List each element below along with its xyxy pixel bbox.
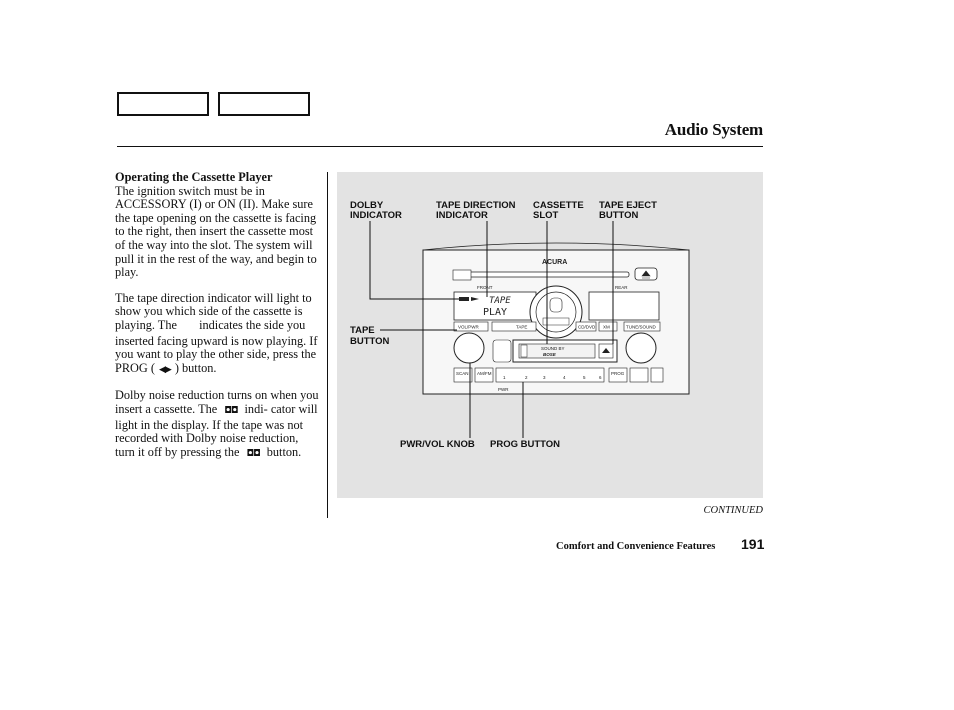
label-dolby-1: DOLBY	[350, 200, 384, 211]
paragraph-2-text-b: indicates the side you inserted facing u…	[115, 317, 318, 375]
vol-pwr-button[interactable]	[453, 321, 489, 332]
head-unit-top-curve	[422, 242, 690, 251]
page-title: Audio System	[664, 120, 763, 139]
front-label: FRONT	[477, 285, 493, 290]
label-cassette-slot-2: SLOT	[533, 210, 559, 221]
tape-direction-icon	[180, 322, 196, 332]
display-line-2: PLAY	[483, 307, 507, 318]
preset-5: 5	[583, 375, 586, 380]
am-fm-label: AM/FM	[477, 371, 492, 376]
leader-dolby	[369, 221, 459, 300]
paragraph-3-text-c: button.	[266, 444, 302, 459]
am-fm-button[interactable]	[474, 367, 494, 383]
prog-label: PROG	[611, 371, 625, 376]
label-tape-eject-1: TAPE EJECT	[599, 200, 657, 211]
bose-logo: BOSE	[543, 352, 557, 357]
preset-bar	[495, 367, 605, 383]
tape-button[interactable]	[491, 321, 537, 332]
xm-button[interactable]	[598, 321, 618, 332]
dial-knob	[549, 297, 563, 313]
rear-label: REAR	[615, 285, 628, 290]
column-rule	[327, 172, 328, 518]
dolby-icon: ◘◘	[224, 405, 238, 416]
label-cassette-slot-1: CASSETTE	[533, 200, 584, 211]
eject-icon	[641, 270, 651, 279]
tape-eject-icon	[602, 348, 610, 353]
slot-flap	[520, 344, 528, 358]
sound-by-label: SOUND BY	[541, 346, 565, 351]
paragraph-1: Operating the Cassette Player The igniti…	[115, 170, 319, 280]
dial-label-plate	[542, 317, 570, 326]
preset-buttons[interactable]: 1 2 3 4 5 6	[503, 375, 602, 380]
text-column: Operating the Cassette Player The igniti…	[115, 170, 319, 473]
paragraph-3: Dolby noise reduction turns on when you …	[115, 389, 319, 461]
header-rule	[117, 146, 763, 147]
right-display	[588, 291, 660, 321]
preset-1: 1	[503, 375, 506, 380]
preset-2: 2	[525, 375, 528, 380]
cd-dvd-label: CD/DVD	[578, 325, 596, 330]
brand-logo: ACURA	[542, 259, 567, 266]
label-tape-direction-1: TAPE DIRECTION	[436, 200, 516, 211]
label-tape-button-2: BUTTON	[350, 336, 390, 347]
footer-section-title: Comfort and Convenience Features	[556, 541, 716, 552]
label-tape-button-1: TAPE	[350, 325, 375, 336]
paragraph-3-text-b: indi- cator will light in the display. I…	[115, 401, 318, 459]
paragraph-2: The tape direction indicator will light …	[115, 290, 319, 378]
label-tape-eject-2: BUTTON	[599, 210, 639, 221]
callout-leader-lines	[369, 221, 614, 438]
tune-down-button[interactable]	[629, 367, 649, 383]
nav-tab-1[interactable]	[117, 92, 209, 116]
preset-6: 6	[599, 375, 602, 380]
sensor-panel	[452, 269, 472, 281]
paragraph-3-text-a: Dolby noise reduction turns on when you …	[115, 388, 319, 416]
cassette-slot[interactable]	[518, 343, 596, 359]
label-tape-direction-2: INDICATOR	[436, 210, 488, 221]
label-pwr-vol-knob: PWR/VOL KNOB	[400, 439, 475, 450]
paragraph-2-text-c: ) button.	[174, 360, 217, 375]
scan-label: SCAN	[456, 371, 469, 376]
prog-arrows-icon: ◀▶	[158, 364, 172, 375]
audio-unit-diagram: DOLBY INDICATOR TAPE DIRECTION INDICATOR…	[350, 200, 690, 450]
cassette-player-figure: DOLBY INDICATOR TAPE DIRECTION INDICATOR…	[337, 172, 763, 498]
tape-button-label: TAPE	[516, 325, 527, 330]
preset-4: 4	[563, 375, 566, 380]
scan-button[interactable]	[453, 367, 473, 383]
xm-label: XM	[603, 325, 610, 330]
pwr-small-label: PWR	[498, 387, 509, 392]
nav-tab-2[interactable]	[218, 92, 310, 116]
tape-direction-display-indicator	[471, 297, 479, 301]
pwr-vol-knob[interactable]	[453, 332, 485, 364]
vol-pwr-label: VOL/PWR	[458, 325, 480, 330]
dolby-button-icon: ◘◘	[246, 448, 261, 459]
left-display	[453, 291, 537, 321]
section-heading: Operating the Cassette Player	[115, 170, 273, 184]
cd-slot	[456, 271, 630, 278]
display-line-1: TAPE	[489, 296, 511, 306]
rear-button[interactable]	[492, 339, 512, 363]
dolby-display-indicator	[459, 297, 469, 301]
tune-sound-label: TUNE/SOUND	[626, 325, 657, 330]
continued-note: CONTINUED	[703, 505, 763, 516]
paragraph-2-text-a: The tape direction indicator will light …	[115, 290, 312, 332]
prog-button[interactable]	[608, 367, 628, 383]
tune-knob[interactable]	[625, 332, 657, 364]
label-dolby-2: INDICATOR	[350, 210, 402, 221]
tune-sound-button[interactable]	[623, 321, 661, 332]
paragraph-1-text: The ignition switch must be in ACCESSORY…	[115, 183, 317, 280]
page-number: 191	[741, 536, 765, 552]
cd-dvd-button[interactable]	[575, 321, 597, 332]
label-prog-button: PROG BUTTON	[490, 439, 560, 450]
tune-up-button[interactable]	[650, 367, 664, 383]
preset-3: 3	[543, 375, 546, 380]
